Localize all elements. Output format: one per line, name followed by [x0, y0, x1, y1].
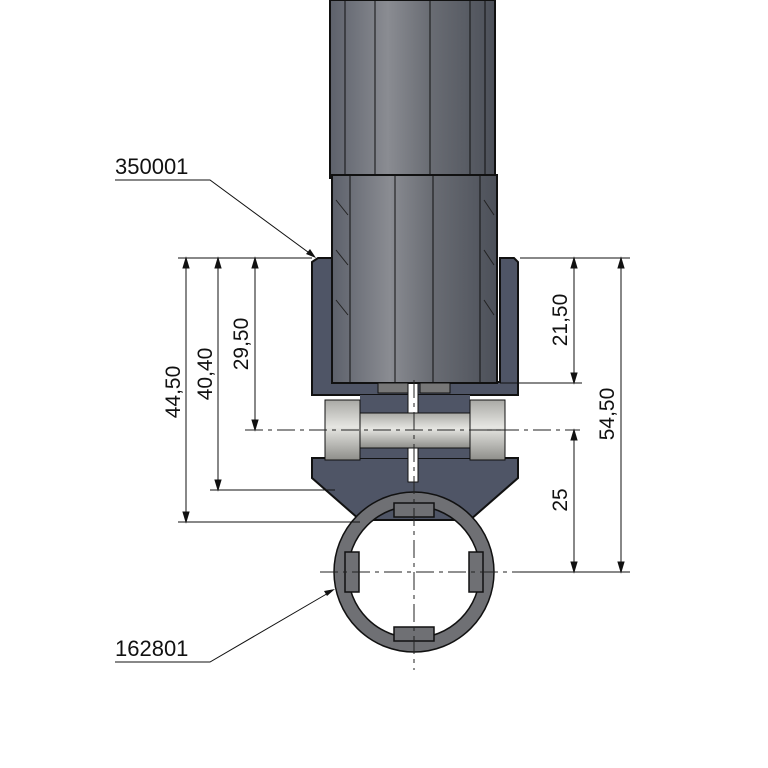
dim-25: 25 [549, 488, 572, 511]
upper-tube [329, 0, 496, 179]
tube-collar [331, 174, 498, 394]
dim-44-50: 44,50 [162, 366, 185, 419]
dim-29-50: 29,50 [230, 318, 253, 371]
dim-54-50: 54,50 [596, 388, 619, 441]
dimension-lines [182, 256, 625, 574]
callout-350001: 350001 [115, 154, 316, 258]
dim-40-40: 40,40 [194, 348, 217, 401]
part-number-350001: 350001 [115, 154, 188, 179]
callout-162801: 162801 [115, 589, 335, 663]
extension-lines [178, 257, 630, 573]
dim-21-50: 21,50 [549, 294, 572, 347]
part-number-162801: 162801 [115, 636, 188, 661]
